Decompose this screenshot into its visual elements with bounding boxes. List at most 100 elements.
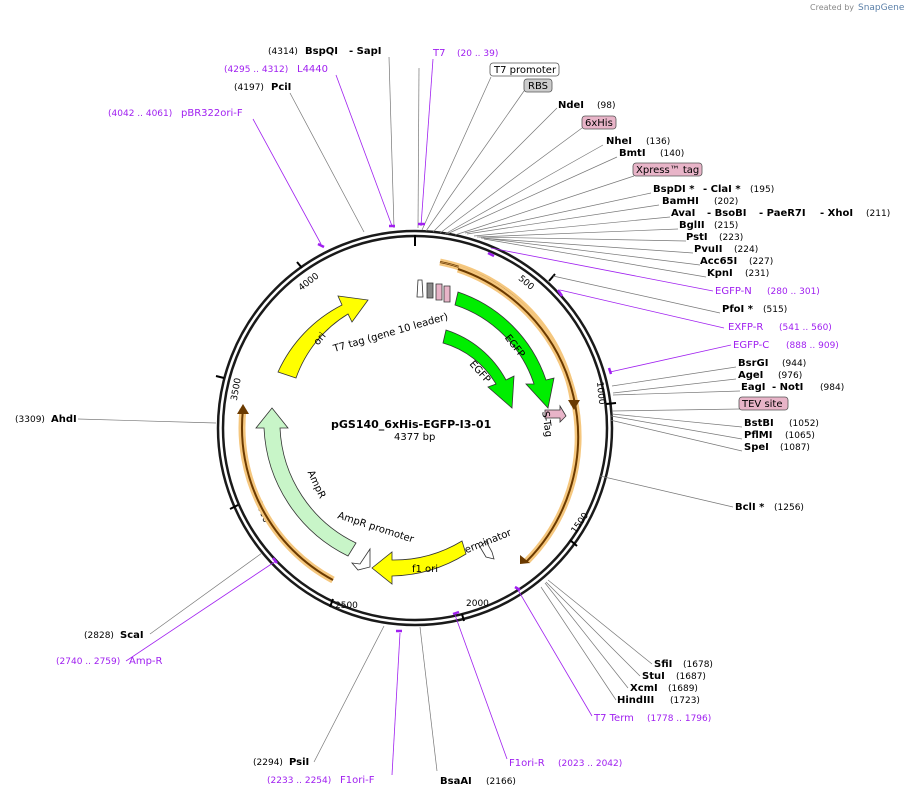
- position-ticks: [215, 261, 617, 622]
- t7-terminator-feature: [479, 540, 495, 560]
- 6xhis-label[interactable]: 6xHis: [585, 118, 613, 129]
- primer-marks: [272, 222, 613, 633]
- snapgene-logo: SnapGene: [858, 3, 905, 13]
- bglii-pos: (215): [714, 221, 738, 231]
- psii-label[interactable]: PsiI: [289, 757, 309, 768]
- t7-primer-label[interactable]: T7: [432, 48, 445, 59]
- agei-pos: (976): [778, 371, 802, 381]
- bamhi-pos: (202): [714, 197, 738, 207]
- egfp-n-range: (280 .. 301): [767, 287, 820, 297]
- t7-term-primer-label[interactable]: T7 Term: [593, 713, 634, 724]
- bamhi-label[interactable]: BamHI: [662, 196, 699, 207]
- eagi-pos: (984): [820, 383, 844, 393]
- bstbi-pos: (1052): [789, 419, 819, 429]
- bglii-label[interactable]: BglII: [679, 220, 705, 231]
- primer-lines: [125, 58, 732, 776]
- bmti-label[interactable]: BmtI: [619, 148, 646, 159]
- bspqi-pos: (4314): [268, 47, 298, 57]
- s-tag-feature: [544, 404, 567, 423]
- bsaai-pos: (2166): [486, 777, 516, 787]
- ndei-label[interactable]: NdeI: [558, 100, 584, 111]
- clai-label[interactable]: - ClaI *: [703, 184, 741, 195]
- pfoi-pos: (515): [763, 305, 787, 315]
- exfp-r-label[interactable]: EXFP-R: [728, 322, 763, 333]
- pcii-label[interactable]: PciI: [271, 82, 291, 93]
- bspqi-label[interactable]: BspQI: [305, 46, 338, 57]
- egfp-n-label[interactable]: EGFP-N: [715, 286, 752, 297]
- bmti-pos: (140): [660, 149, 684, 159]
- ampr-label: AmpR: [305, 469, 328, 501]
- egfp-feature-2: [442, 329, 515, 409]
- egfp-c-label[interactable]: EGFP-C: [733, 340, 769, 351]
- egfp-c-range: (888 .. 909): [786, 341, 839, 351]
- bcli-label[interactable]: BclI *: [735, 502, 765, 513]
- xpress-tag-label[interactable]: Xpress™ tag: [636, 165, 699, 176]
- amp-r-range: (2740 .. 2759): [56, 657, 120, 667]
- l4440-label[interactable]: L4440: [297, 64, 328, 75]
- pflmi-label[interactable]: PflMI: [744, 430, 772, 441]
- f1ori-f-range: (2233 .. 2254): [267, 776, 331, 786]
- tick-label-2500: 2500: [335, 601, 358, 611]
- agei-label[interactable]: AgeI: [738, 370, 763, 381]
- pvuii-pos: (224): [734, 245, 758, 255]
- bsobi-label[interactable]: - BsoBI: [707, 208, 746, 219]
- bspdi-pos: (195): [750, 185, 774, 195]
- eagi-label[interactable]: EagI: [741, 382, 765, 393]
- bcli-pos: (1256): [774, 503, 804, 513]
- small-top-features: [416, 279, 451, 303]
- bspdi-label[interactable]: BspDI *: [653, 184, 695, 195]
- l4440-range: (4295 .. 4312): [224, 65, 288, 75]
- f1ori-r-range: (2023 .. 2042): [558, 759, 622, 769]
- scai-label[interactable]: ScaI: [120, 630, 144, 641]
- f1-ori-feature: [371, 540, 467, 585]
- nhei-pos: (136): [646, 137, 670, 147]
- exfp-r-range: (541 .. 560): [779, 323, 832, 333]
- psii-pos: (2294): [253, 758, 283, 768]
- bsrgi-label[interactable]: BsrGI: [738, 358, 768, 369]
- orf-arrow-head-1: [568, 400, 580, 410]
- kpni-label[interactable]: KpnI: [707, 268, 733, 279]
- xcmi-label[interactable]: XcmI: [630, 683, 658, 694]
- acc65i-pos: (227): [749, 257, 773, 267]
- nhei-label[interactable]: NheI: [606, 136, 632, 147]
- pvuii-label[interactable]: PvuII: [694, 244, 722, 255]
- leader-lines: [77, 56, 743, 772]
- pfoi-label[interactable]: PfoI *: [722, 304, 754, 315]
- hindiii-label[interactable]: HindIII: [617, 695, 654, 706]
- ndei-pos: (98): [597, 101, 615, 111]
- scai-pos: (2828): [84, 631, 114, 641]
- rbs-box: [523, 78, 553, 93]
- tick-label-1000: 1000: [594, 381, 606, 405]
- tick-label-3500: 3500: [230, 377, 244, 402]
- bsaai-label[interactable]: BsaAI: [440, 776, 472, 787]
- pbr322ori-label[interactable]: pBR322ori-F: [181, 108, 243, 119]
- amp-r-label[interactable]: Amp-R: [129, 656, 163, 667]
- tev-site-label[interactable]: TEV site: [741, 399, 783, 410]
- f1-ori-label: f1 ori: [412, 564, 438, 575]
- avai-pos: (211): [866, 209, 890, 219]
- psti-label[interactable]: PstI: [686, 232, 708, 243]
- rbs-label[interactable]: RBS: [528, 81, 548, 92]
- xhoi-label[interactable]: - XhoI: [820, 208, 853, 219]
- kpni-pos: (231): [745, 269, 769, 279]
- stui-label[interactable]: StuI: [642, 671, 665, 682]
- psti-pos: (223): [719, 233, 743, 243]
- paer7i-label[interactable]: - PaeR7I: [759, 208, 806, 219]
- noti-label[interactable]: - NotI: [772, 382, 803, 393]
- f1ori-f-label[interactable]: F1ori-F: [340, 775, 375, 786]
- t7-tag-label: T7 tag (gene 10 leader): [331, 312, 449, 356]
- ampr-feature: [255, 407, 357, 557]
- t7-promoter-label[interactable]: T7 promoter: [493, 65, 557, 76]
- acc65i-label[interactable]: Acc65I: [700, 256, 737, 267]
- stui-pos: (1687): [676, 672, 706, 682]
- pflmi-pos: (1065): [785, 431, 815, 441]
- spei-label[interactable]: SpeI: [744, 442, 769, 453]
- bstbi-label[interactable]: BstBI: [744, 418, 774, 429]
- f1ori-r-label[interactable]: F1ori-R: [509, 758, 545, 769]
- avai-label[interactable]: AvaI: [671, 208, 695, 219]
- egfp-feature-1: [454, 291, 555, 409]
- sfii-label[interactable]: SfiI: [654, 659, 672, 670]
- sapi-label[interactable]: - SapI: [349, 46, 381, 57]
- ahdi-label[interactable]: AhdI: [51, 414, 77, 425]
- 6xhis-box: [581, 115, 617, 130]
